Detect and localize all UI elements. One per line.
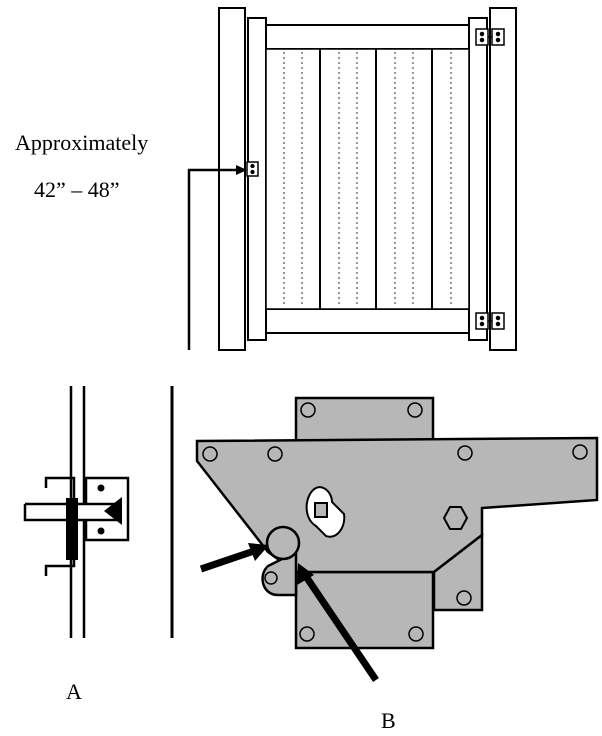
top-hinge bbox=[475, 28, 505, 46]
gate-right-stile bbox=[468, 17, 488, 341]
gate-top-rail bbox=[265, 24, 470, 50]
latch-cam bbox=[305, 486, 346, 538]
bottom-hinge bbox=[475, 312, 505, 330]
gate-bottom-rail bbox=[265, 308, 470, 334]
detail-b bbox=[195, 396, 599, 650]
latch-roller bbox=[265, 525, 301, 561]
detail-a bbox=[23, 386, 174, 638]
detail-b-label: B bbox=[381, 708, 396, 733]
pointer-arrows bbox=[199, 543, 379, 682]
detail-a-label: A bbox=[66, 679, 82, 704]
right-post bbox=[489, 7, 517, 351]
gate-infill bbox=[265, 48, 470, 310]
height-leader bbox=[187, 168, 238, 350]
gate-elevation bbox=[218, 7, 517, 351]
gate-left-stile bbox=[247, 17, 267, 341]
left-post bbox=[218, 7, 246, 351]
side-plate bbox=[432, 532, 484, 612]
detail-b-holes bbox=[202, 402, 588, 642]
height-range-label: 42” – 48” bbox=[34, 177, 120, 202]
height-label: Approximately bbox=[15, 130, 149, 155]
gate-latch-small bbox=[246, 161, 259, 177]
hex-nut bbox=[442, 506, 469, 530]
height-arrowhead bbox=[236, 165, 247, 175]
